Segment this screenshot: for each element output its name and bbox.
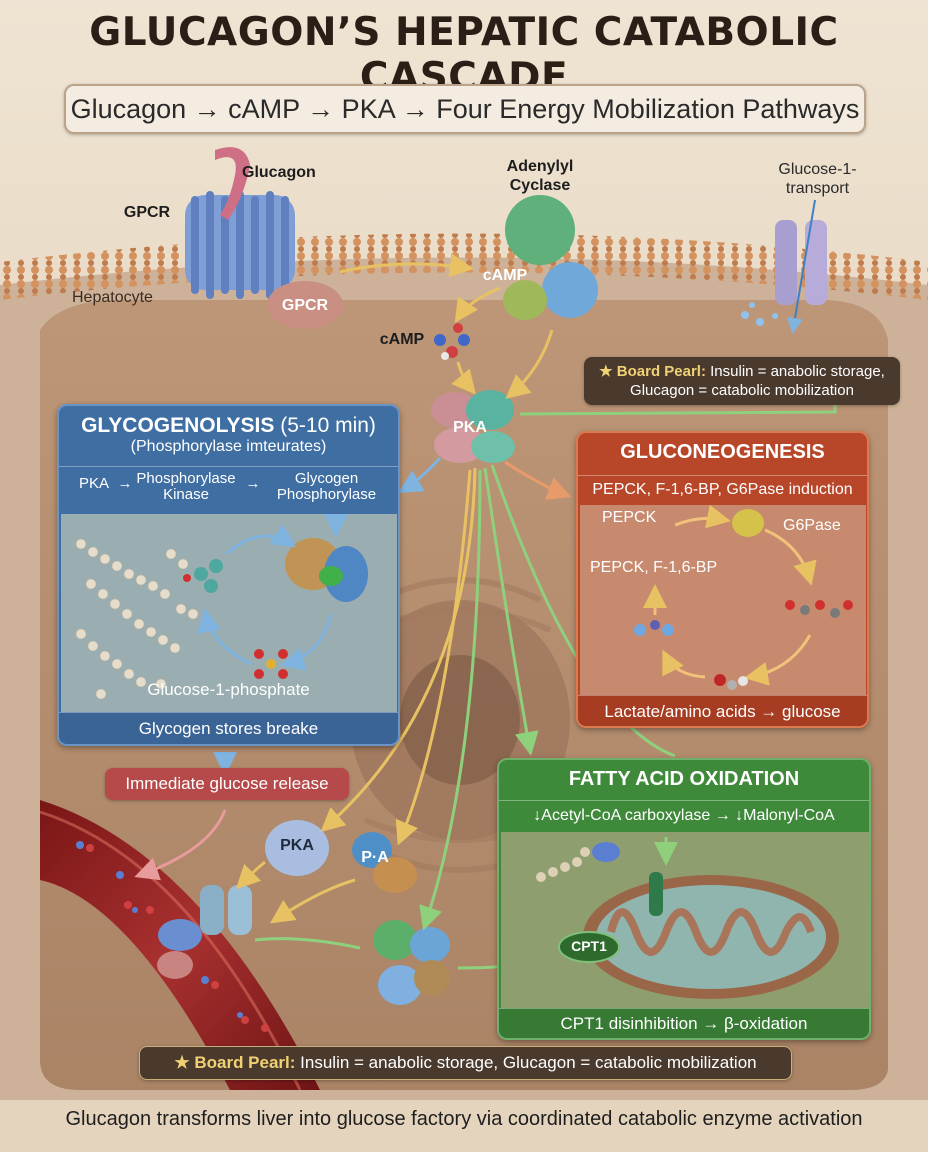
fatty-acid-title: FATTY ACID OXIDATION: [568, 768, 800, 790]
g6pase-label: G6Pase: [783, 517, 841, 534]
vessel-transporter: [157, 885, 252, 979]
step-pka: PKA: [78, 475, 109, 492]
adenylyl-cyclase-label: Adenylyl Cyclase: [506, 158, 574, 194]
step-glycogen-phosphorylase: Glycogen Phosphorylase: [276, 470, 377, 503]
fatty-acid-panel: FATTY ACID OXIDATION ↓Acetyl-CoA carboxy…: [497, 758, 871, 1040]
camp-label-1: cAMP: [482, 267, 528, 284]
pka-lower-cluster: [373, 920, 450, 1005]
gpcr-lower-label: GPCR: [281, 297, 329, 314]
board-pearl-top-text: Insulin = anabolic storage, Glucagon = c…: [630, 363, 885, 399]
glucagon-molecule: [215, 147, 250, 220]
pepck-protein: [732, 509, 764, 537]
glycogenolysis-illustration: [61, 514, 397, 714]
pepck-f16bp-label: PEPCK, F-1,6-BP: [590, 559, 718, 576]
glycogenolysis-footer: Glycogen stores breake: [59, 712, 398, 744]
board-pearl-top: ★ Board Pearl: Insulin = anabolic storag…: [584, 357, 900, 405]
glucagon-label: Glucagon: [242, 164, 316, 181]
gluconeogenesis-footer: Lactate/amino acids → glucose: [578, 695, 867, 726]
glycogenolysis-time: (5-10 min): [274, 414, 376, 437]
adenylyl-cyclase-protein: [503, 195, 598, 320]
g-protein: [267, 281, 343, 329]
glucose-transport-label: Glucose-1- transport: [778, 161, 857, 197]
gpcr-receptor: [185, 191, 295, 299]
fatty-acid-footer: CPT1 disinhibition → β-oxidation: [499, 1008, 869, 1038]
step-arrow-1-icon: →: [117, 475, 133, 492]
subtitle-text: Glucagon → cAMP → PKA → Four Energy Mobi…: [70, 93, 860, 124]
board-pearl-bottom-text: Insulin = anabolic storage, Glucagon = c…: [295, 1053, 757, 1072]
pka-lower-label-1: PKA: [280, 837, 314, 854]
board-pearl-bottom: ★ Board Pearl: Insulin = anabolic storag…: [139, 1046, 792, 1080]
cpt1-label: CPT1: [571, 938, 607, 954]
subtitle-banner: Glucagon → cAMP → PKA → Four Energy Mobi…: [64, 84, 866, 134]
footer-caption: Glucagon transforms liver into glucose f…: [65, 1108, 863, 1130]
camp-label-2: cAMP: [379, 331, 425, 348]
step-arrow-2-icon: →: [245, 475, 261, 492]
gluconeogenesis-subtitle: PEPCK, F-1,6-BP, G6Pase induction: [578, 475, 867, 506]
pka-lower-1: [265, 820, 329, 876]
fatty-acid-subtitle: ↓Acetyl-CoA carboxylase → ↓Malonyl-CoA: [499, 800, 869, 833]
immediate-release-badge: Immediate glucose release: [105, 768, 349, 800]
gluconeogenesis-panel: GLUCONEOGENESIS PEPCK, F-1,6-BP, G6Pase …: [576, 431, 869, 728]
glycogenolysis-heading: GLYCOGENOLYSIS (5-10 min): [59, 406, 398, 438]
pepck-label: PEPCK: [602, 509, 657, 526]
glucose-transporter: [775, 199, 827, 334]
glycogenolysis-panel: GLYCOGENOLYSIS (5-10 min) (Phosphorylase…: [57, 404, 400, 746]
gluconeogenesis-cycle: [580, 505, 866, 695]
pyruvate-molecule: [634, 620, 674, 636]
pka-lower-label-2: P·A: [361, 849, 389, 866]
glucose-1-phosphate-label: Glucose-1-phosphate: [147, 680, 310, 699]
mitochondrion-illustration: [501, 832, 869, 1008]
lactate-molecule: [714, 674, 748, 690]
pka-label: PKA: [453, 419, 487, 436]
camp-molecule: [434, 323, 470, 360]
gpcr-top-label: GPCR: [123, 204, 171, 221]
pka-lower-2: [352, 832, 417, 893]
cpt1-badge: [558, 931, 620, 963]
glycogenolysis-steps: PKA → Phosphorylase Kinase → Glycogen Ph…: [59, 466, 398, 515]
gluconeogenesis-title: GLUCONEOGENESIS: [620, 441, 825, 463]
glucose-molecule: [785, 600, 853, 618]
hepatocyte-label: Hepatocyte: [72, 289, 153, 306]
glucose-1-phosphate-molecule: [254, 649, 288, 679]
glycogen-phosphorylase-protein: [285, 538, 368, 602]
step-phosphorylase-kinase: Phosphorylase Kinase: [136, 470, 236, 503]
glycogenolysis-subtitle: (Phosphorylase imteurates): [130, 438, 327, 455]
glycogenolysis-title: GLYCOGENOLYSIS: [81, 414, 275, 437]
board-pearl-top-label: ★ Board Pearl:: [599, 363, 706, 380]
pka-complex: [431, 390, 515, 463]
board-pearl-bottom-label: ★ Board Pearl:: [174, 1053, 296, 1072]
